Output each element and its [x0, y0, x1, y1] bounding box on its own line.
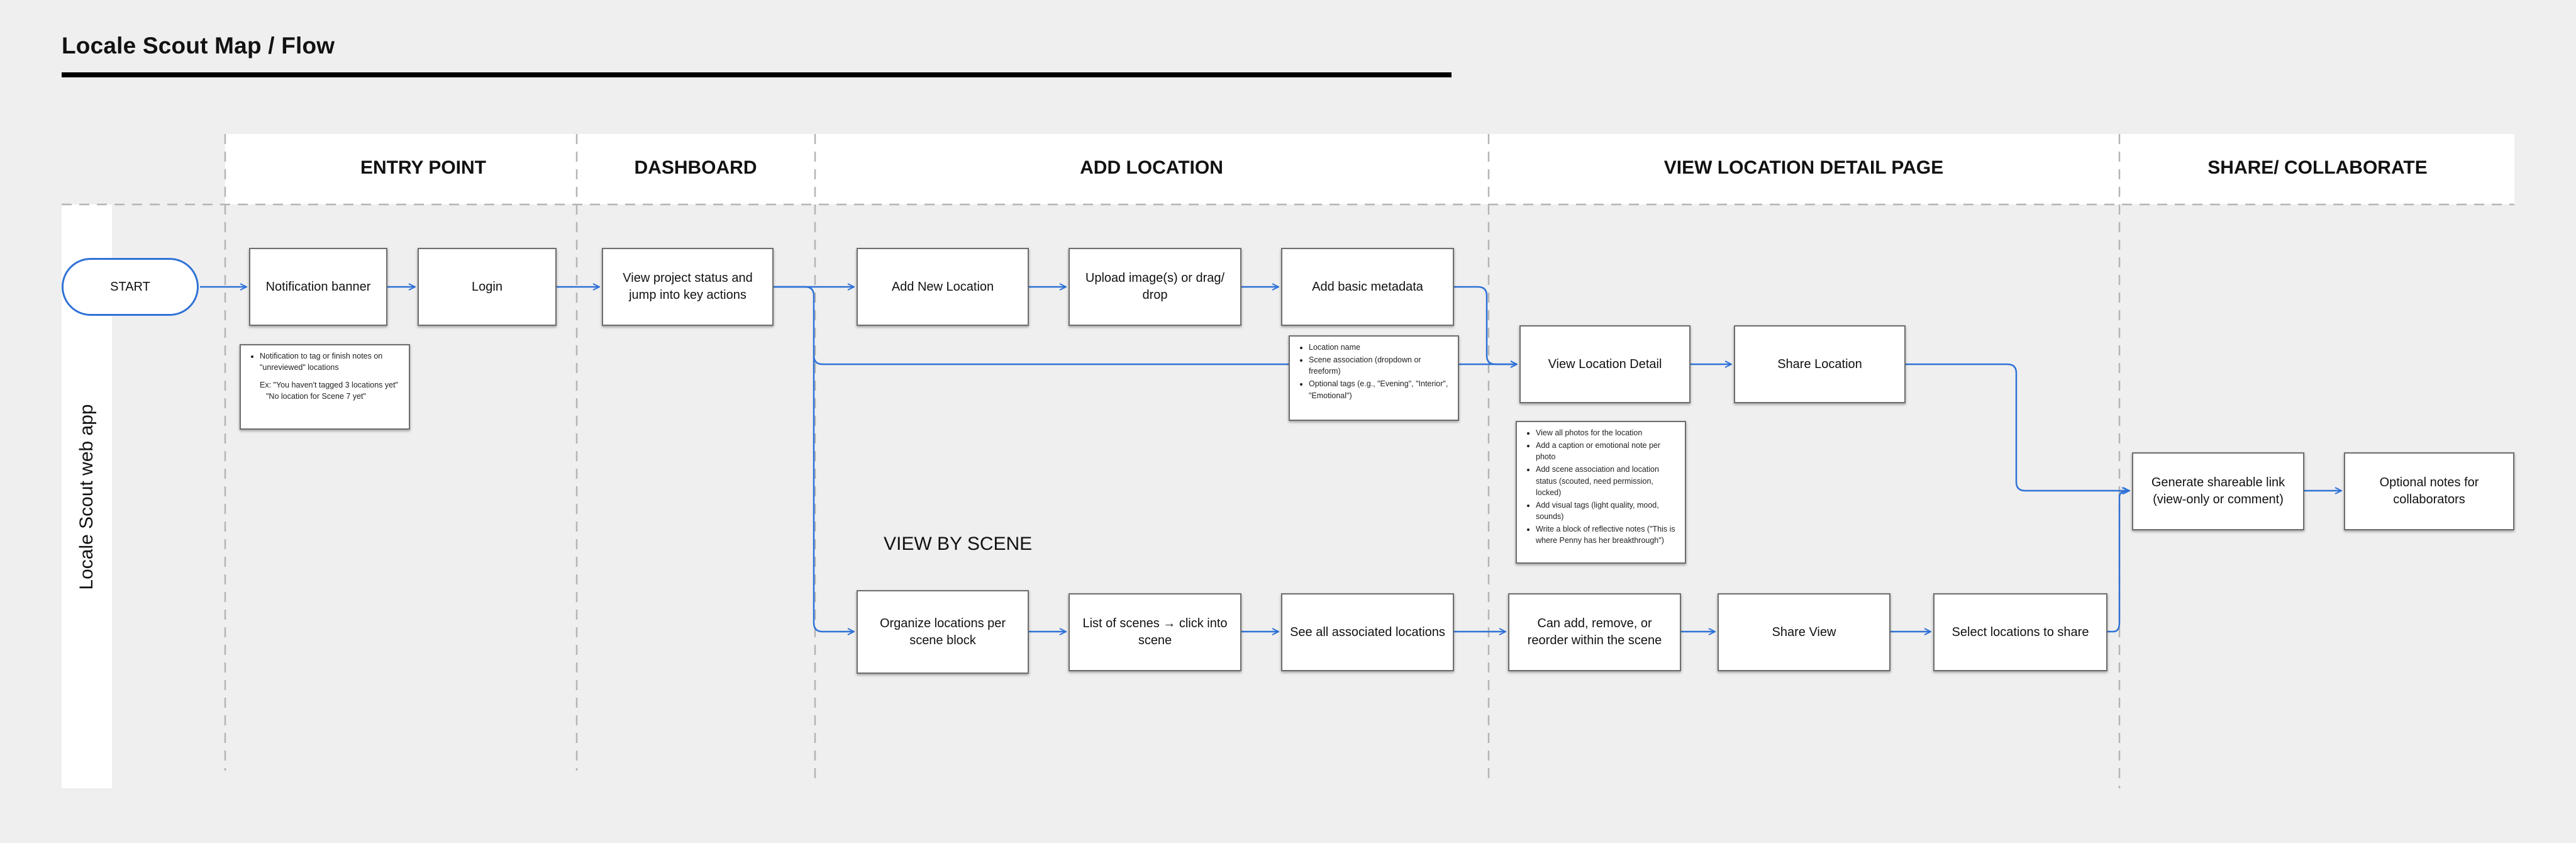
note-detail-item: Add a caption or emotional note per phot…	[1536, 440, 1679, 462]
node-share-location[interactable]: Share Location	[1734, 325, 1906, 403]
start-node[interactable]: START	[62, 258, 199, 316]
note-metadata-fields: Location name Scene association (dropdow…	[1289, 335, 1459, 421]
arrow-share-generate	[1906, 363, 2129, 491]
node-see-associated-locations[interactable]: See all associated locations	[1281, 593, 1454, 671]
note-notification-bullet: Notification to tag or finish notes on "…	[260, 350, 402, 373]
node-share-view[interactable]: Share View	[1718, 593, 1890, 671]
note-detail-item: View all photos for the location	[1536, 427, 1679, 438]
stage-dashboard: DASHBOARD	[634, 157, 757, 178]
note-metadata-item: Location name	[1309, 342, 1452, 353]
node-can-add-remove-reorder[interactable]: Can add, remove, or reorder within the s…	[1508, 593, 1681, 671]
node-select-locations-to-share[interactable]: Select locations to share	[1933, 593, 2107, 671]
arrow-dashboard-detail	[774, 286, 1517, 364]
node-view-location-detail[interactable]: View Location Detail	[1519, 325, 1690, 403]
lane-dividers	[62, 134, 2514, 788]
note-detail-actions: View all photos for the location Add a c…	[1516, 421, 1686, 564]
note-detail-item: Add visual tags (light quality, mood, so…	[1536, 500, 1679, 522]
note-notification-details: Notification to tag or finish notes on "…	[240, 344, 410, 430]
node-notification-banner[interactable]: Notification banner	[249, 248, 387, 326]
stage-entry-point: ENTRY POINT	[360, 157, 487, 178]
node-organize-per-scene[interactable]: Organize locations per scene block	[857, 590, 1029, 674]
note-notification-example-2: "No location for Scene 7 yet"	[266, 392, 366, 401]
node-upload-images[interactable]: Upload image(s) or drag/ drop	[1069, 248, 1241, 326]
node-generate-shareable-link[interactable]: Generate shareable link (view-only or co…	[2132, 452, 2304, 530]
stage-header-band	[225, 134, 2514, 204]
flow-arrows	[200, 287, 2341, 632]
node-login[interactable]: Login	[418, 248, 557, 326]
arrow-select-generate	[2107, 491, 2128, 633]
node-dashboard[interactable]: View project status and jump into key ac…	[602, 248, 774, 326]
stage-add-location: ADD LOCATION	[1080, 157, 1223, 178]
stage-view-location-detail: VIEW LOCATION DETAIL PAGE	[1663, 157, 1944, 178]
arrow-dashboard-scene	[813, 355, 854, 632]
title-underline	[62, 72, 1452, 77]
note-notification-example-1: Ex: "You haven't tagged 3 locations yet"	[260, 381, 398, 390]
note-detail-item: Write a block of reflective notes ("This…	[1536, 523, 1679, 546]
node-list-of-scenes[interactable]: List of scenes → click into scene	[1069, 593, 1241, 671]
node-add-basic-metadata[interactable]: Add basic metadata	[1281, 248, 1454, 326]
arrow-metadata-detail	[1454, 286, 1517, 364]
note-detail-item: Add scene association and location statu…	[1536, 464, 1679, 498]
note-metadata-item: Scene association (dropdown or freeform)	[1309, 354, 1452, 377]
node-add-new-location[interactable]: Add New Location	[857, 248, 1029, 326]
section-view-by-scene: VIEW BY SCENE	[884, 533, 1033, 554]
node-optional-notes[interactable]: Optional notes for collaborators	[2344, 452, 2514, 530]
stage-share-collaborate: SHARE/ COLLABORATE	[2207, 157, 2428, 178]
note-metadata-item: Optional tags (e.g., "Evening", "Interio…	[1309, 378, 1452, 401]
page-title: Locale Scout Map / Flow	[62, 33, 335, 59]
